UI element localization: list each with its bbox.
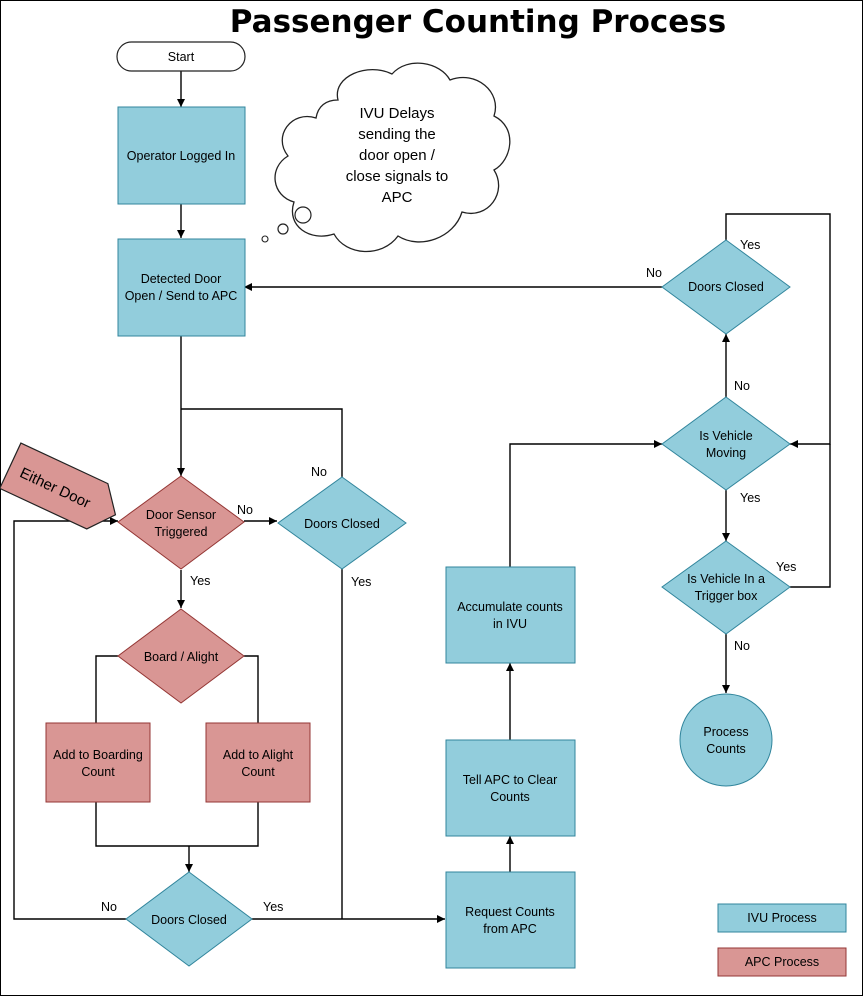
edge-rightclosed-yes — [725, 213, 831, 448]
board-alight-label: Board / Alight — [144, 650, 219, 664]
cloud-text-line3: door open / — [359, 147, 436, 164]
edge-labels: No No Yes Yes No Yes Yes No No Yes Yes N… — [101, 238, 796, 914]
connectors — [13, 71, 831, 923]
add-boarding-process: Add to Boarding Count — [45, 722, 151, 803]
cloud-shape — [274, 62, 511, 253]
label-trigger-yes: Yes — [776, 560, 796, 574]
edge-accumulate-to-moving — [509, 440, 662, 567]
detected-door-label-line2: Open / Send to APC — [125, 289, 238, 303]
vehicle-trigger-label-line1: Is Vehicle In a — [687, 572, 765, 586]
label-sensor-yes: Yes — [190, 574, 210, 588]
operator-logged-in-label: Operator Logged In — [127, 149, 235, 163]
legend-apc-label: APC Process — [745, 955, 819, 969]
label-moving-yes: Yes — [740, 491, 760, 505]
either-door-shape — [0, 442, 117, 530]
legend: IVU Process APC Process — [717, 903, 847, 977]
cloud-text-line5: APC — [382, 189, 413, 206]
vehicle-moving-label-line2: Moving — [706, 446, 746, 460]
cloud-text-line4: close signals to — [346, 168, 449, 185]
request-counts-label-line2: from APC — [483, 922, 537, 936]
add-boarding-label-line1: Add to Boarding — [53, 748, 143, 762]
detected-door-label-line1: Detected Door — [141, 272, 222, 286]
doors-closed-mid-label: Doors Closed — [304, 517, 380, 531]
legend-ivu-swatch — [717, 903, 847, 933]
add-alight-label-line2: Count — [241, 765, 275, 779]
start-label: Start — [168, 50, 195, 64]
board-alight-decision: Board / Alight — [117, 608, 245, 704]
ivu-delay-callout-cloud: IVU Delays sending the door open / close… — [261, 62, 511, 253]
edge-to-boarding — [95, 655, 118, 723]
door-sensor-label-line2: Triggered — [154, 525, 207, 539]
accumulate-label-line1: Accumulate counts — [457, 600, 563, 614]
operator-logged-in-process: Operator Logged In — [117, 106, 246, 205]
doors-closed-mid-decision: Doors Closed — [277, 476, 407, 570]
start-terminator: Start — [116, 41, 246, 72]
door-sensor-label-line1: Door Sensor — [146, 508, 216, 522]
legend-ivu-label: IVU Process — [747, 911, 816, 925]
doors-closed-bottom-decision: Doors Closed — [125, 871, 253, 967]
process-counts-label-line1: Process — [703, 725, 748, 739]
edge-midclosed-no-loop — [181, 408, 343, 478]
label-bottom-no: No — [101, 900, 117, 914]
is-vehicle-moving-decision: Is Vehicle Moving — [661, 396, 791, 491]
cloud-bubble-large — [294, 206, 312, 224]
label-rightclosed-no: No — [646, 266, 662, 280]
label-sensor-no: No — [237, 503, 253, 517]
label-trigger-no: No — [734, 639, 750, 653]
edge-to-alight — [244, 655, 259, 723]
tell-apc-label-line1: Tell APC to Clear — [463, 773, 557, 787]
vehicle-trigger-label-line2: Trigger box — [695, 589, 759, 603]
doors-closed-right-label: Doors Closed — [688, 280, 764, 294]
edge-trigger-yes — [790, 444, 831, 588]
edge-bottom-no-loop — [13, 517, 126, 920]
either-door-tag: Either Door — [0, 442, 117, 530]
cloud-text-line1: IVU Delays — [359, 105, 434, 122]
accumulate-label-line2: in IVU — [493, 617, 527, 631]
process-counts-terminator: Process Counts — [679, 693, 773, 787]
diagram-title: Passenger Counting Process — [230, 4, 726, 40]
tell-apc-clear-process: Tell APC to Clear Counts — [445, 739, 576, 837]
label-midclosed-no: No — [311, 465, 327, 479]
label-midclosed-yes: Yes — [351, 575, 371, 589]
process-counts-label-line2: Counts — [706, 742, 746, 756]
add-alight-process: Add to Alight Count — [205, 722, 311, 803]
cloud-bubble-medium — [277, 223, 289, 235]
accumulate-counts-process: Accumulate counts in IVU — [445, 566, 576, 664]
detected-door-open-process: Detected Door Open / Send to APC — [117, 238, 246, 337]
is-vehicle-trigger-decision: Is Vehicle In a Trigger box — [661, 540, 791, 635]
door-sensor-triggered-decision: Door Sensor Triggered — [117, 475, 245, 570]
edge-merge — [95, 802, 259, 847]
doors-closed-right-decision: Doors Closed — [661, 239, 791, 335]
add-alight-label-line1: Add to Alight — [223, 748, 294, 762]
label-rightclosed-yes: Yes — [740, 238, 760, 252]
doors-closed-bottom-label: Doors Closed — [151, 913, 227, 927]
vehicle-moving-label-line1: Is Vehicle — [699, 429, 753, 443]
request-counts-process: Request Counts from APC — [445, 871, 576, 969]
label-moving-no: No — [734, 379, 750, 393]
label-bottom-yes: Yes — [263, 900, 283, 914]
tell-apc-label-line2: Counts — [490, 790, 530, 804]
request-counts-label-line1: Request Counts — [465, 905, 555, 919]
legend-apc-swatch — [717, 947, 847, 977]
add-boarding-label-line2: Count — [81, 765, 115, 779]
cloud-bubble-small — [261, 235, 269, 243]
cloud-text-line2: sending the — [358, 126, 436, 143]
